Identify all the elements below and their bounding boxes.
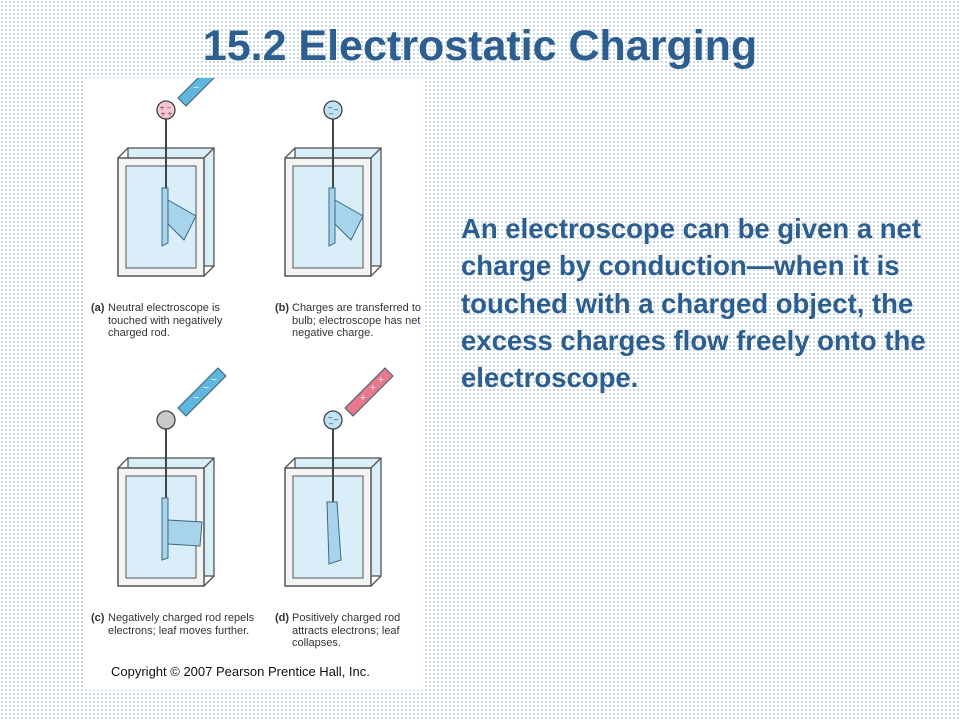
box-edge xyxy=(370,265,382,277)
caption-b-tag: (b) xyxy=(275,302,290,314)
box-edge xyxy=(117,147,129,159)
caption-a-text: Neutral electroscope is touched with neg… xyxy=(108,302,223,339)
electroscope-bulb xyxy=(156,410,176,430)
caption-b-text: Charges are transferred to bulb; electro… xyxy=(292,302,422,339)
electroscope-bulb xyxy=(323,100,343,120)
rod-charge-symbol: − xyxy=(193,393,200,402)
electroscope-a: +−++−−− xyxy=(117,78,215,277)
bulb-charge-symbol: − xyxy=(328,420,334,428)
box-edge xyxy=(370,575,382,587)
rod-charge-symbol: + xyxy=(370,383,377,392)
electroscope-c: −−− xyxy=(117,367,227,587)
moving-leaf xyxy=(334,199,364,241)
box-edge xyxy=(203,147,215,159)
bulb-charge-symbol: − xyxy=(166,104,171,112)
moving-leaf xyxy=(167,519,203,547)
bulb-charge-symbol: − xyxy=(333,416,339,424)
electroscope-bulb xyxy=(323,410,343,430)
copyright-notice: Copyright © 2007 Pearson Prentice Hall, … xyxy=(111,664,370,679)
rod-charge-symbol: − xyxy=(203,383,210,392)
slide-body-text: An electroscope can be given a net charg… xyxy=(461,213,926,394)
electroscope-d: −−−+++ xyxy=(284,367,394,587)
positive-rod xyxy=(344,367,394,417)
box-edge xyxy=(370,457,382,469)
box-edge xyxy=(117,457,129,469)
bulb-charge-symbol: + xyxy=(167,110,172,118)
electroscope-bulb xyxy=(156,100,176,120)
caption-d: (d) Positively charged rod attracts elec… xyxy=(275,612,400,649)
fixed-leaf xyxy=(161,187,169,247)
bulb-charge-symbol: − xyxy=(333,106,339,114)
rod-charge-symbol: − xyxy=(203,78,210,82)
caption-b: (b) Charges are transferred to bulb; ele… xyxy=(275,302,421,339)
bulb-charge-symbol: + xyxy=(160,110,165,118)
caption-d-text: Positively charged rod attracts electron… xyxy=(292,612,401,649)
bulb-charge-symbol: − xyxy=(328,110,334,118)
negative-rod xyxy=(177,78,215,107)
electroscope-diagram: +−++−−−−−−−−−−−−+++ xyxy=(117,78,394,587)
caption-c: (c) Negatively charged rod repels electr… xyxy=(91,612,254,637)
bulb-charge-symbol: + xyxy=(159,104,164,112)
caption-c-text: Negatively charged rod repels electrons;… xyxy=(108,612,255,637)
electroscope-figure: +−++−−−−−−−−−−−−+++ (a) Neutral electros… xyxy=(83,78,425,690)
electroscope-b: −−− xyxy=(284,100,382,277)
moving-leaf xyxy=(167,199,197,241)
fixed-leaf xyxy=(161,497,169,561)
bulb-charge-symbol: − xyxy=(327,104,333,112)
box-edge xyxy=(203,575,215,587)
caption-a-tag: (a) xyxy=(91,302,105,314)
slide-title: 15.2 Electrostatic Charging xyxy=(202,22,758,70)
rod-charge-symbol: + xyxy=(378,375,385,384)
bulb-charge-symbol: − xyxy=(327,414,333,422)
caption-d-tag: (d) xyxy=(275,612,290,624)
rod-charge-symbol: − xyxy=(211,375,218,384)
negative-rod xyxy=(177,367,227,417)
caption-a: (a) Neutral electroscope is touched with… xyxy=(91,302,222,339)
collapsed-leaf xyxy=(326,501,342,565)
rod-charge-symbol: + xyxy=(360,393,367,402)
box-edge xyxy=(203,457,215,469)
box-edge xyxy=(284,147,296,159)
box-edge xyxy=(284,457,296,469)
rod-charge-symbol: − xyxy=(193,83,200,92)
caption-c-tag: (c) xyxy=(91,612,105,624)
fixed-leaf xyxy=(328,187,336,247)
box-edge xyxy=(203,265,215,277)
box-edge xyxy=(370,147,382,159)
